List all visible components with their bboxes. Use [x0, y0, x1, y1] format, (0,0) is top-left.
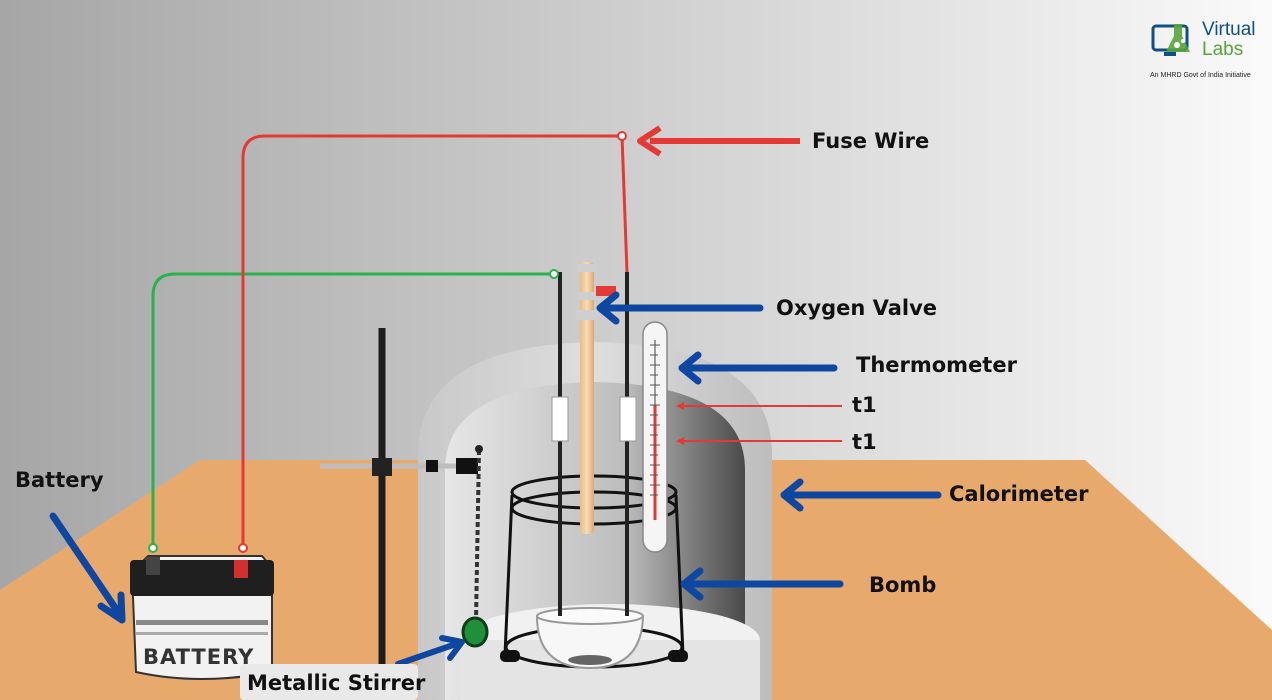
bomb-foot-right [668, 650, 688, 662]
t1-lower-label: t1 [852, 430, 877, 454]
fuse-wire-arrow [637, 125, 800, 157]
logo-tagline: An MHRD Govt of India Initiative [1150, 72, 1251, 79]
logo-line1: Virtual [1202, 19, 1256, 40]
battery [130, 555, 274, 680]
stirrer-paddle [461, 616, 489, 648]
virtual-labs-logo: Virtual Labs An MHRD Govt of India Initi… [1150, 20, 1262, 86]
bomb-foot-left [500, 650, 520, 662]
crucible [535, 615, 645, 670]
battery-arrow [49, 512, 126, 624]
fuse-wire-label: Fuse Wire [812, 129, 930, 153]
t1-upper-label: t1 [852, 393, 877, 417]
bomb-label: Bomb [869, 573, 937, 597]
battery-label: Battery [15, 468, 104, 492]
metallic-stirrer-label-box [240, 664, 418, 700]
metallic-stirrer-label: Metallic Stirrer [247, 671, 426, 695]
battery-casing-text: BATTERY [143, 645, 255, 669]
oxygen-valve-knob [596, 286, 616, 296]
green-wire [151, 272, 554, 548]
oxygen-valve-arrow [596, 291, 764, 325]
oxygen-tube [580, 262, 594, 534]
flask-monitor-icon [1151, 24, 1190, 56]
calorimeter-arrow [780, 478, 942, 512]
thermometer-label: Thermometer [856, 353, 1017, 377]
oxygen-valve-label: Oxygen Valve [776, 296, 938, 320]
thermometer-arrow [678, 351, 838, 385]
logo-line2: Labs [1202, 39, 1244, 60]
stirrer-rod [474, 449, 481, 621]
stirrer-arrow [395, 635, 465, 667]
calorimeter-label: Calorimeter [949, 482, 1089, 506]
bomb-arrow [680, 567, 844, 601]
t1-lower-arrow [676, 437, 842, 445]
fuse-wire [241, 134, 629, 548]
clamp-boss [372, 458, 392, 476]
t1-upper-arrow [676, 402, 842, 410]
